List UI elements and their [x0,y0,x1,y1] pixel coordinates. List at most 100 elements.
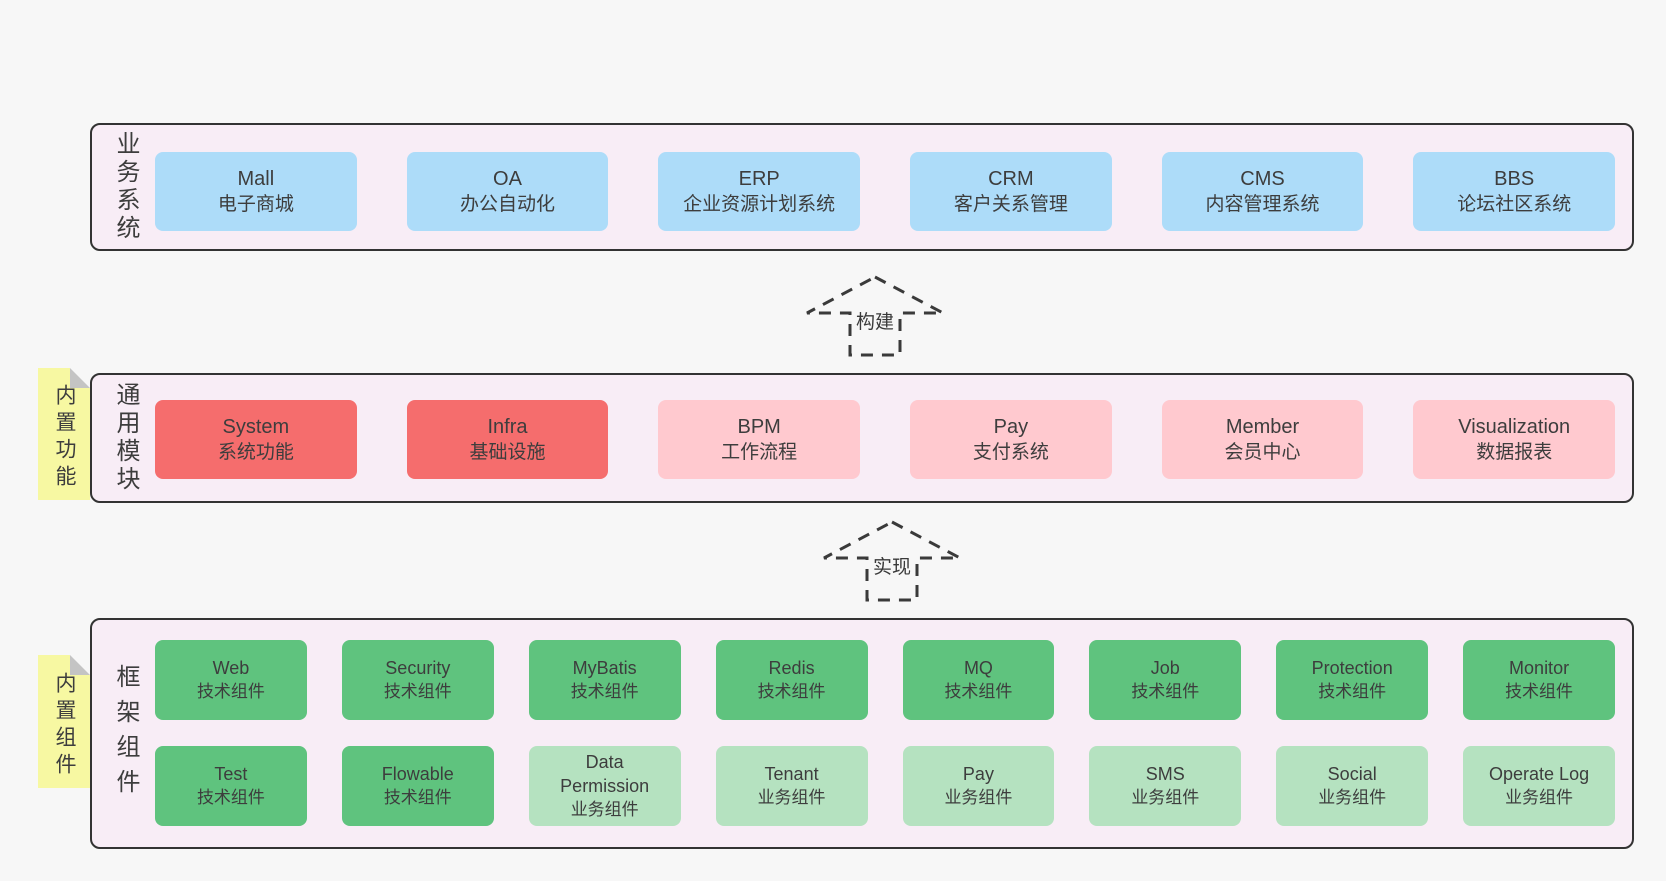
arrow-implement: 实现 [822,519,962,603]
box-system: System 系统功能 [155,400,357,479]
box-title: Visualization [1458,415,1571,438]
box-bpm: BPM 工作流程 [658,400,861,479]
framework-box-row-2: Test 技术组件 Flowable 技术组件 Data Permission … [155,746,1615,826]
box-title: MyBatis [572,657,637,678]
box-tenant: Tenant 业务组件 [715,746,868,826]
box-member: Member 会员中心 [1161,400,1364,479]
box-subtitle: 业务组件 [1505,787,1574,807]
box-subtitle: 业务组件 [757,787,826,807]
box-subtitle: 技术组件 [1318,681,1387,701]
arrow-label-implement: 实现 [868,552,916,579]
box-bbs: BBS 论坛社区系统 [1413,152,1616,231]
box-title: Infra [487,415,528,438]
box-security: Security 技术组件 [341,640,494,720]
box-subtitle: 业务组件 [1318,787,1387,807]
business-box-row: Mall 电子商城 OA 办公自动化 ERP 企业资源计划系统 CRM 客户关系… [155,152,1616,231]
layer-label-common-modules: 通用模块 [112,382,139,494]
box-title: Operate Log [1489,763,1590,784]
box-redis: Redis 技术组件 [715,640,868,720]
box-subtitle: 基础设施 [469,442,546,464]
modules-box-row: System 系统功能 Infra 基础设施 BPM 工作流程 Pay 支付系统… [155,400,1616,479]
box-infra: Infra 基础设施 [406,400,609,479]
layer-framework-components: 框架组件 Web 技术组件 Security 技术组件 MyBatis 技术组件… [90,618,1634,849]
box-operate-log: Operate Log 业务组件 [1463,746,1615,826]
box-test: Test 技术组件 [155,746,307,826]
box-title: Data Permission [560,752,650,796]
box-title: Pay [962,763,994,784]
box-mq: MQ 技术组件 [902,640,1055,720]
sticky-note-label: 内置组件 [53,671,76,780]
box-title: Test [214,763,248,784]
box-title: Member [1225,415,1300,438]
box-subtitle: 电子商城 [217,194,294,216]
box-subtitle: 工作流程 [721,442,798,464]
box-subtitle: 技术组件 [196,681,265,701]
box-pay: Pay 支付系统 [910,400,1112,479]
box-subtitle: 内容管理系统 [1205,194,1320,216]
box-title: Social [1327,763,1377,784]
box-erp: ERP 企业资源计划系统 [658,152,861,231]
box-subtitle: 办公自动化 [460,194,556,216]
box-subtitle: 技术组件 [570,681,639,701]
box-subtitle: 技术组件 [944,681,1013,701]
sticky-note-built-in-features: 内置功能 [38,368,90,500]
box-subtitle: 数据报表 [1476,442,1553,464]
box-mall: Mall 电子商城 [155,152,357,231]
box-title: Monitor [1509,657,1570,678]
box-cms: CMS 内容管理系统 [1161,152,1364,231]
up-block-arrow-icon [806,275,944,357]
box-title: System [222,415,290,438]
arrow-label-build: 构建 [851,307,899,334]
box-pay-biz: Pay 业务组件 [902,746,1055,826]
box-title: SMS [1145,763,1185,784]
box-job: Job 技术组件 [1089,640,1242,720]
box-title: Protection [1311,657,1393,678]
box-title: Mall [237,167,275,190]
box-subtitle: 客户关系管理 [953,194,1068,216]
up-block-arrow-icon [823,520,961,602]
box-social: Social 业务组件 [1276,746,1429,826]
box-oa: OA 办公自动化 [406,152,609,231]
box-subtitle: 企业资源计划系统 [683,194,836,216]
arrow-build: 构建 [805,274,945,358]
box-flowable: Flowable 技术组件 [341,746,494,826]
box-title: Web [212,657,250,678]
box-title: BPM [737,415,781,438]
sticky-note-built-in-components: 内置组件 [38,655,90,788]
box-title: MQ [963,657,993,678]
sticky-note-label: 内置功能 [53,384,76,492]
box-title: Security [385,657,451,678]
box-visualization: Visualization 数据报表 [1413,400,1616,479]
box-subtitle: 支付系统 [972,442,1049,464]
box-web: Web 技术组件 [155,640,307,720]
box-title: ERP [738,167,780,190]
box-monitor: Monitor 技术组件 [1463,640,1615,720]
box-subtitle: 技术组件 [196,787,265,807]
box-title: Job [1150,657,1180,678]
layer-label-framework-components: 框架组件 [112,663,139,804]
box-subtitle: 技术组件 [383,681,452,701]
box-title: Flowable [381,763,454,784]
box-subtitle: 业务组件 [944,787,1013,807]
layer-business-systems: 业务系统 Mall 电子商城 OA 办公自动化 ERP 企业资源计划系统 CRM… [90,123,1634,251]
box-title: CRM [988,167,1034,190]
box-title: BBS [1494,167,1535,190]
box-subtitle: 会员中心 [1224,442,1301,464]
box-sms: SMS 业务组件 [1089,746,1242,826]
box-data-permission: Data Permission 业务组件 [528,746,681,826]
box-subtitle: 系统功能 [217,442,294,464]
box-title: CMS [1240,167,1285,190]
box-title: Redis [768,657,815,678]
box-subtitle: 技术组件 [383,787,452,807]
box-title: Tenant [764,763,819,784]
box-subtitle: 论坛社区系统 [1457,194,1572,216]
box-mybatis: MyBatis 技术组件 [528,640,681,720]
box-subtitle: 业务组件 [1131,787,1200,807]
box-title: OA [493,167,522,190]
box-subtitle: 技术组件 [757,681,826,701]
framework-box-row-1: Web 技术组件 Security 技术组件 MyBatis 技术组件 Redi… [155,640,1615,720]
layer-common-modules: 通用模块 System 系统功能 Infra 基础设施 BPM 工作流程 Pay… [90,373,1634,503]
box-crm: CRM 客户关系管理 [910,152,1112,231]
box-title: Pay [993,415,1029,438]
box-protection: Protection 技术组件 [1276,640,1429,720]
